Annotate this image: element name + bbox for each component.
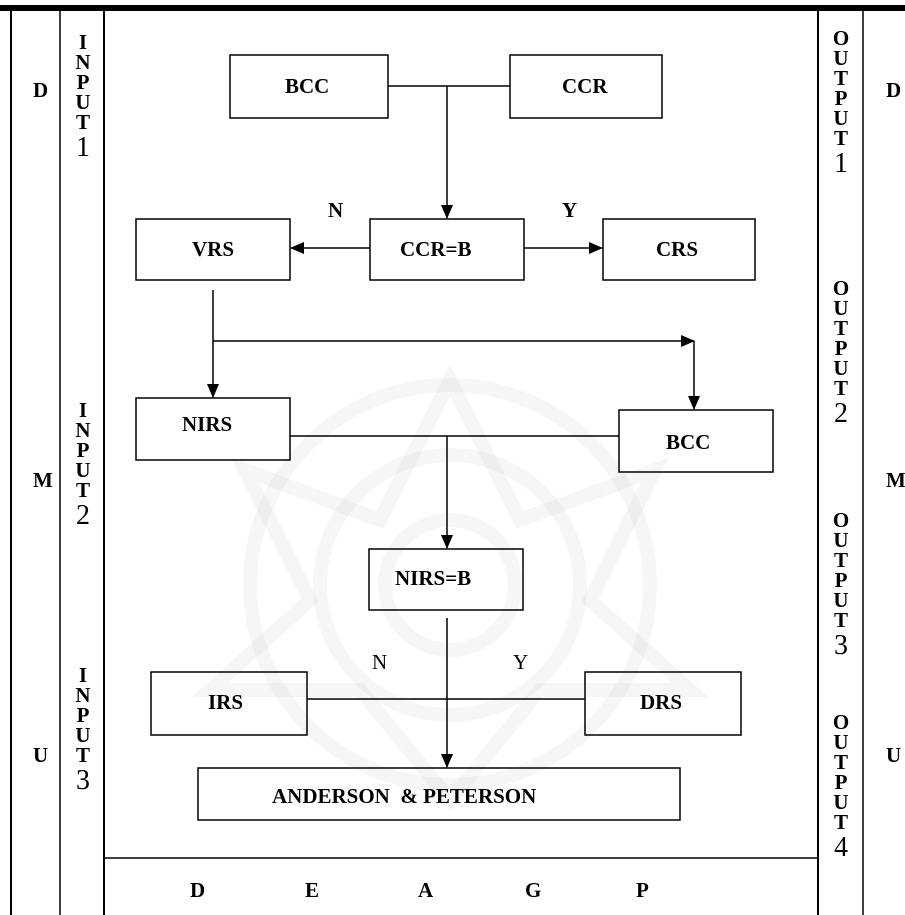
watermark-outer-ring [243,378,657,792]
irs-box [150,671,308,736]
bottom-row-letter-g: G [525,878,542,902]
bcc-mid-box [618,409,774,473]
bottom-row-letter-a: A [418,878,434,902]
crs-label: CRS [656,237,699,261]
right-margin-letter-d: D [886,78,902,102]
vrs-label: VRS [192,237,235,261]
left-margin-letter-d: D [33,78,49,102]
branch-no-label-1: N [328,198,344,222]
drs-label: DRS [640,690,683,714]
anderson-peterson-box [197,767,681,821]
nirs-eq-b-box [368,548,524,611]
watermark-mid-ring [313,448,587,722]
nirs-eq-b-label: NIRS=B [395,566,472,590]
branch-yes-label-2: Y [513,650,529,674]
left-margin-letter-u: U [33,743,49,767]
branch-yes-label-1: Y [562,198,578,222]
watermark-petals [191,364,709,812]
nirs-box [135,397,291,461]
right-margin-letter-m: M [886,468,905,492]
branch-no-label-2: N [372,650,388,674]
bcc-top-label: BCC [285,74,330,98]
ccr-label: CCR [562,74,608,98]
irs-label: IRS [208,690,244,714]
ccr-eq-b-label: CCR=B [400,237,472,261]
drs-box [584,671,742,736]
ccr-eq-b-box [369,218,525,281]
left-margin-letter-m: M [33,468,53,492]
bottom-row-letter-e: E [305,878,320,902]
nirs-label: NIRS [182,412,233,436]
bottom-row-letter-p: P [636,878,649,902]
bottom-row-letter-d: D [190,878,206,902]
bcc-mid-label: BCC [666,430,711,454]
crs-box [602,218,756,281]
anderson-peterson-label: ANDERSON & PETERSON [272,784,537,808]
watermark-inner-ring [378,513,522,657]
right-margin-letter-u: U [886,743,902,767]
